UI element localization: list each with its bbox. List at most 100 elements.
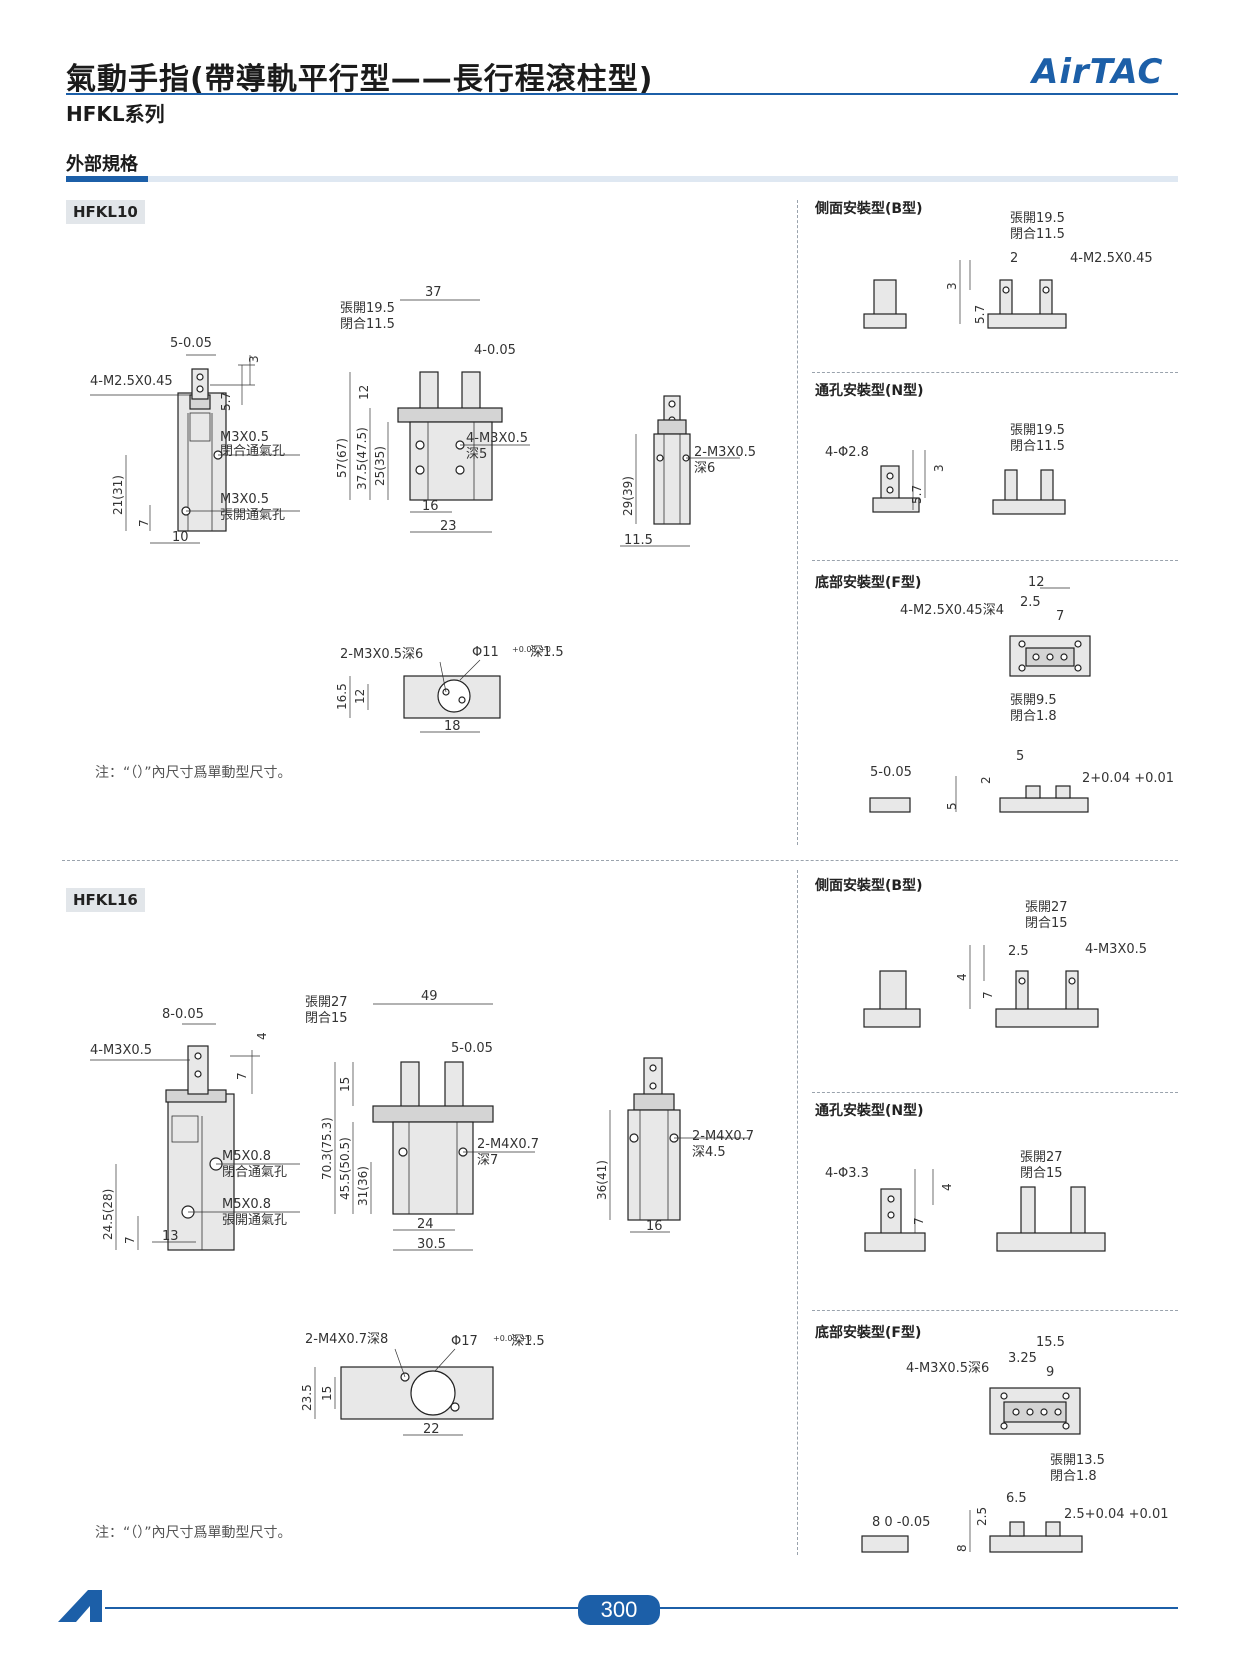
thread-label: 2-M4X0.7深8 [305, 1332, 388, 1347]
dim-label: 13 [162, 1229, 179, 1244]
dim-label: 2.5 [975, 1507, 989, 1526]
section-title: 外部規格 [66, 154, 138, 175]
hfkl16-bottom-view: 2-M4X0.7深8 Φ17 +0.05 +0 深1.5 23.5 15 22 [300, 1332, 545, 1437]
port-desc: 張開通氣孔 [220, 508, 285, 523]
dim-label: 23.5 [300, 1384, 314, 1411]
dim-label: 12 [353, 689, 367, 704]
hfkl10-bottom-view: 2-M3X0.5深6 Φ11 +0.05 +0 深1.5 16.5 12 18 [335, 645, 564, 734]
dim-label: 4-0.05 [474, 343, 516, 358]
section-rule [66, 176, 1178, 182]
dim-label: 16 [422, 499, 439, 514]
dim-label: 8 [955, 1544, 969, 1552]
hfkl16-main-view: 張開27 閉合15 49 5-0.05 15 70.3(75.3) 45.5(5… [305, 989, 539, 1252]
mount-f-title: 底部安裝型(F型) [815, 1325, 922, 1341]
bore-label: Φ11 [472, 645, 499, 660]
port-desc: 張開通氣孔 [222, 1213, 287, 1228]
thread-label: 2-M4X0.7 [477, 1137, 539, 1152]
dim-label: 7 [123, 1236, 137, 1244]
hfkl16-side-view: 2-M4X0.7 深4.5 36(41) 16 [595, 1057, 754, 1234]
dim-label: 7 [137, 519, 151, 527]
column-divider [797, 200, 798, 845]
hfkl10-mount-n: 4-Φ2.8 張開19.5 閉合11.5 3 5.7 [825, 423, 1066, 515]
dim-label: 16 [646, 1219, 663, 1234]
closed-label: 閉合11.5 [1010, 227, 1065, 242]
closed-label: 閉合15 [1020, 1166, 1063, 1181]
closed-label: 閉合1.8 [1050, 1469, 1097, 1484]
thread-label: 4-M3X0.5深6 [906, 1361, 989, 1376]
closed-label: 閉合15 [305, 1011, 348, 1026]
hfkl16-front-view: 8-0.05 4-M3X0.5 4 7 M5X0.8 閉合通氣孔 M5X0.8 … [90, 1007, 300, 1251]
dim-label: 2.5 [1020, 595, 1041, 610]
dim-label: 5-0.05 [870, 765, 912, 780]
depth-label: 深4.5 [692, 1145, 726, 1160]
open-label: 張開19.5 [1010, 423, 1065, 438]
dim-label: 49 [421, 989, 438, 1004]
hfkl16-mount-n: 4-Φ3.3 張開27 閉合15 4 7 [825, 1150, 1106, 1252]
footnote: 注：“（）”內尺寸爲單動型尺寸。 [95, 1525, 292, 1541]
dim-label: 7 [912, 1217, 926, 1225]
dim-label: 29(39) [621, 476, 635, 516]
hfkl10-mount-f: 12 2.5 7 4-M2.5X0.45深4 張開9.5 閉合1.8 5 5-0… [869, 575, 1174, 813]
dim-label: 15 [338, 1077, 352, 1092]
dim-label: 36(41) [595, 1160, 609, 1200]
dim-label: 2 [979, 776, 993, 784]
holes-label: 4-Φ2.8 [825, 445, 869, 460]
page-number: 300 [578, 1595, 660, 1625]
dim-label: 22 [423, 1422, 440, 1437]
thread-label: 4-M3X0.5 [90, 1043, 152, 1058]
dim-label: 2+0.04 +0.01 [1082, 771, 1174, 786]
dim-label: 2.5+0.04 +0.01 [1064, 1507, 1168, 1522]
mount-b-title: 側面安裝型(B型) [815, 201, 923, 217]
dim-label: 4 [955, 973, 969, 981]
dim-label: 24.5(28) [101, 1189, 115, 1240]
dim-label: 37 [425, 285, 442, 300]
dim-label: 15.5 [1036, 1335, 1065, 1350]
mount-divider [812, 560, 1178, 561]
model-tag: HFKL10 [66, 200, 145, 224]
hfkl16-mount-f: 15.5 3.25 9 4-M3X0.5深6 張開13.5 閉合1.8 6.5 … [861, 1335, 1168, 1553]
dim-label: 9 [1046, 1365, 1054, 1380]
thread-label: 4-M3X0.5 [466, 431, 528, 446]
dim-label: 12 [1028, 575, 1045, 590]
mount-divider [812, 1092, 1178, 1093]
dim-label: 4-M2.5X0.45 [90, 374, 173, 389]
hfkl10-mount-b: 張開19.5 閉合11.5 2 4-M2.5X0.45 3 5.7 [863, 211, 1153, 329]
mount-f-title: 底部安裝型(F型) [815, 575, 922, 591]
port-desc: 閉合通氣孔 [220, 444, 285, 459]
dim-label: 3 [945, 282, 959, 290]
column-divider [797, 870, 798, 1555]
dim-label: 7 [981, 991, 995, 999]
section-rule-accent [66, 176, 148, 182]
dim-label: 3 [932, 464, 946, 472]
open-label: 張開27 [1020, 1150, 1063, 1165]
open-label: 張開19.5 [340, 301, 395, 316]
closed-label: 閉合11.5 [1010, 439, 1065, 454]
footnote: 注：“（）”內尺寸爲單動型尺寸。 [95, 765, 292, 781]
thread-label: 2-M3X0.5深6 [340, 647, 423, 662]
dim-label: 5-0.05 [170, 336, 212, 351]
dim-label: 8-0.05 [162, 1007, 204, 1022]
dim-label: 25(35) [373, 446, 387, 486]
port-label: M3X0.5 [220, 430, 269, 445]
thread-label: 4-M3X0.5 [1085, 942, 1147, 957]
dim-label: 6.5 [1006, 1491, 1027, 1506]
hfkl16-mount-b: 張開27 閉合15 2.5 4-M3X0.5 4 7 [863, 900, 1147, 1028]
open-label: 張開13.5 [1050, 1453, 1105, 1468]
bore-tolerance: +0.05 +0 [512, 645, 551, 654]
dim-label: 31(36) [356, 1166, 370, 1206]
mount-divider [812, 1310, 1178, 1311]
brand-mark-icon [58, 1590, 102, 1622]
thread-label: 2-M3X0.5 [694, 445, 756, 460]
brand-logo: AirTAC [1032, 52, 1164, 92]
thread-label: 4-M2.5X0.45 [1070, 251, 1153, 266]
port-label: M5X0.8 [222, 1149, 271, 1164]
page-title: 氣動手指(帶導軌平行型——長行程滾柱型) [66, 62, 654, 97]
holes-label: 4-Φ3.3 [825, 1166, 869, 1181]
dim-label: 37.5(47.5) [355, 427, 369, 490]
port-desc: 閉合通氣孔 [222, 1165, 287, 1180]
dim-label: 24 [417, 1217, 434, 1232]
open-label: 張開27 [1025, 900, 1068, 915]
bore-tolerance: +0.05 +0 [493, 1334, 532, 1343]
dim-label: 23 [440, 519, 457, 534]
depth-label: 深6 [694, 461, 715, 476]
